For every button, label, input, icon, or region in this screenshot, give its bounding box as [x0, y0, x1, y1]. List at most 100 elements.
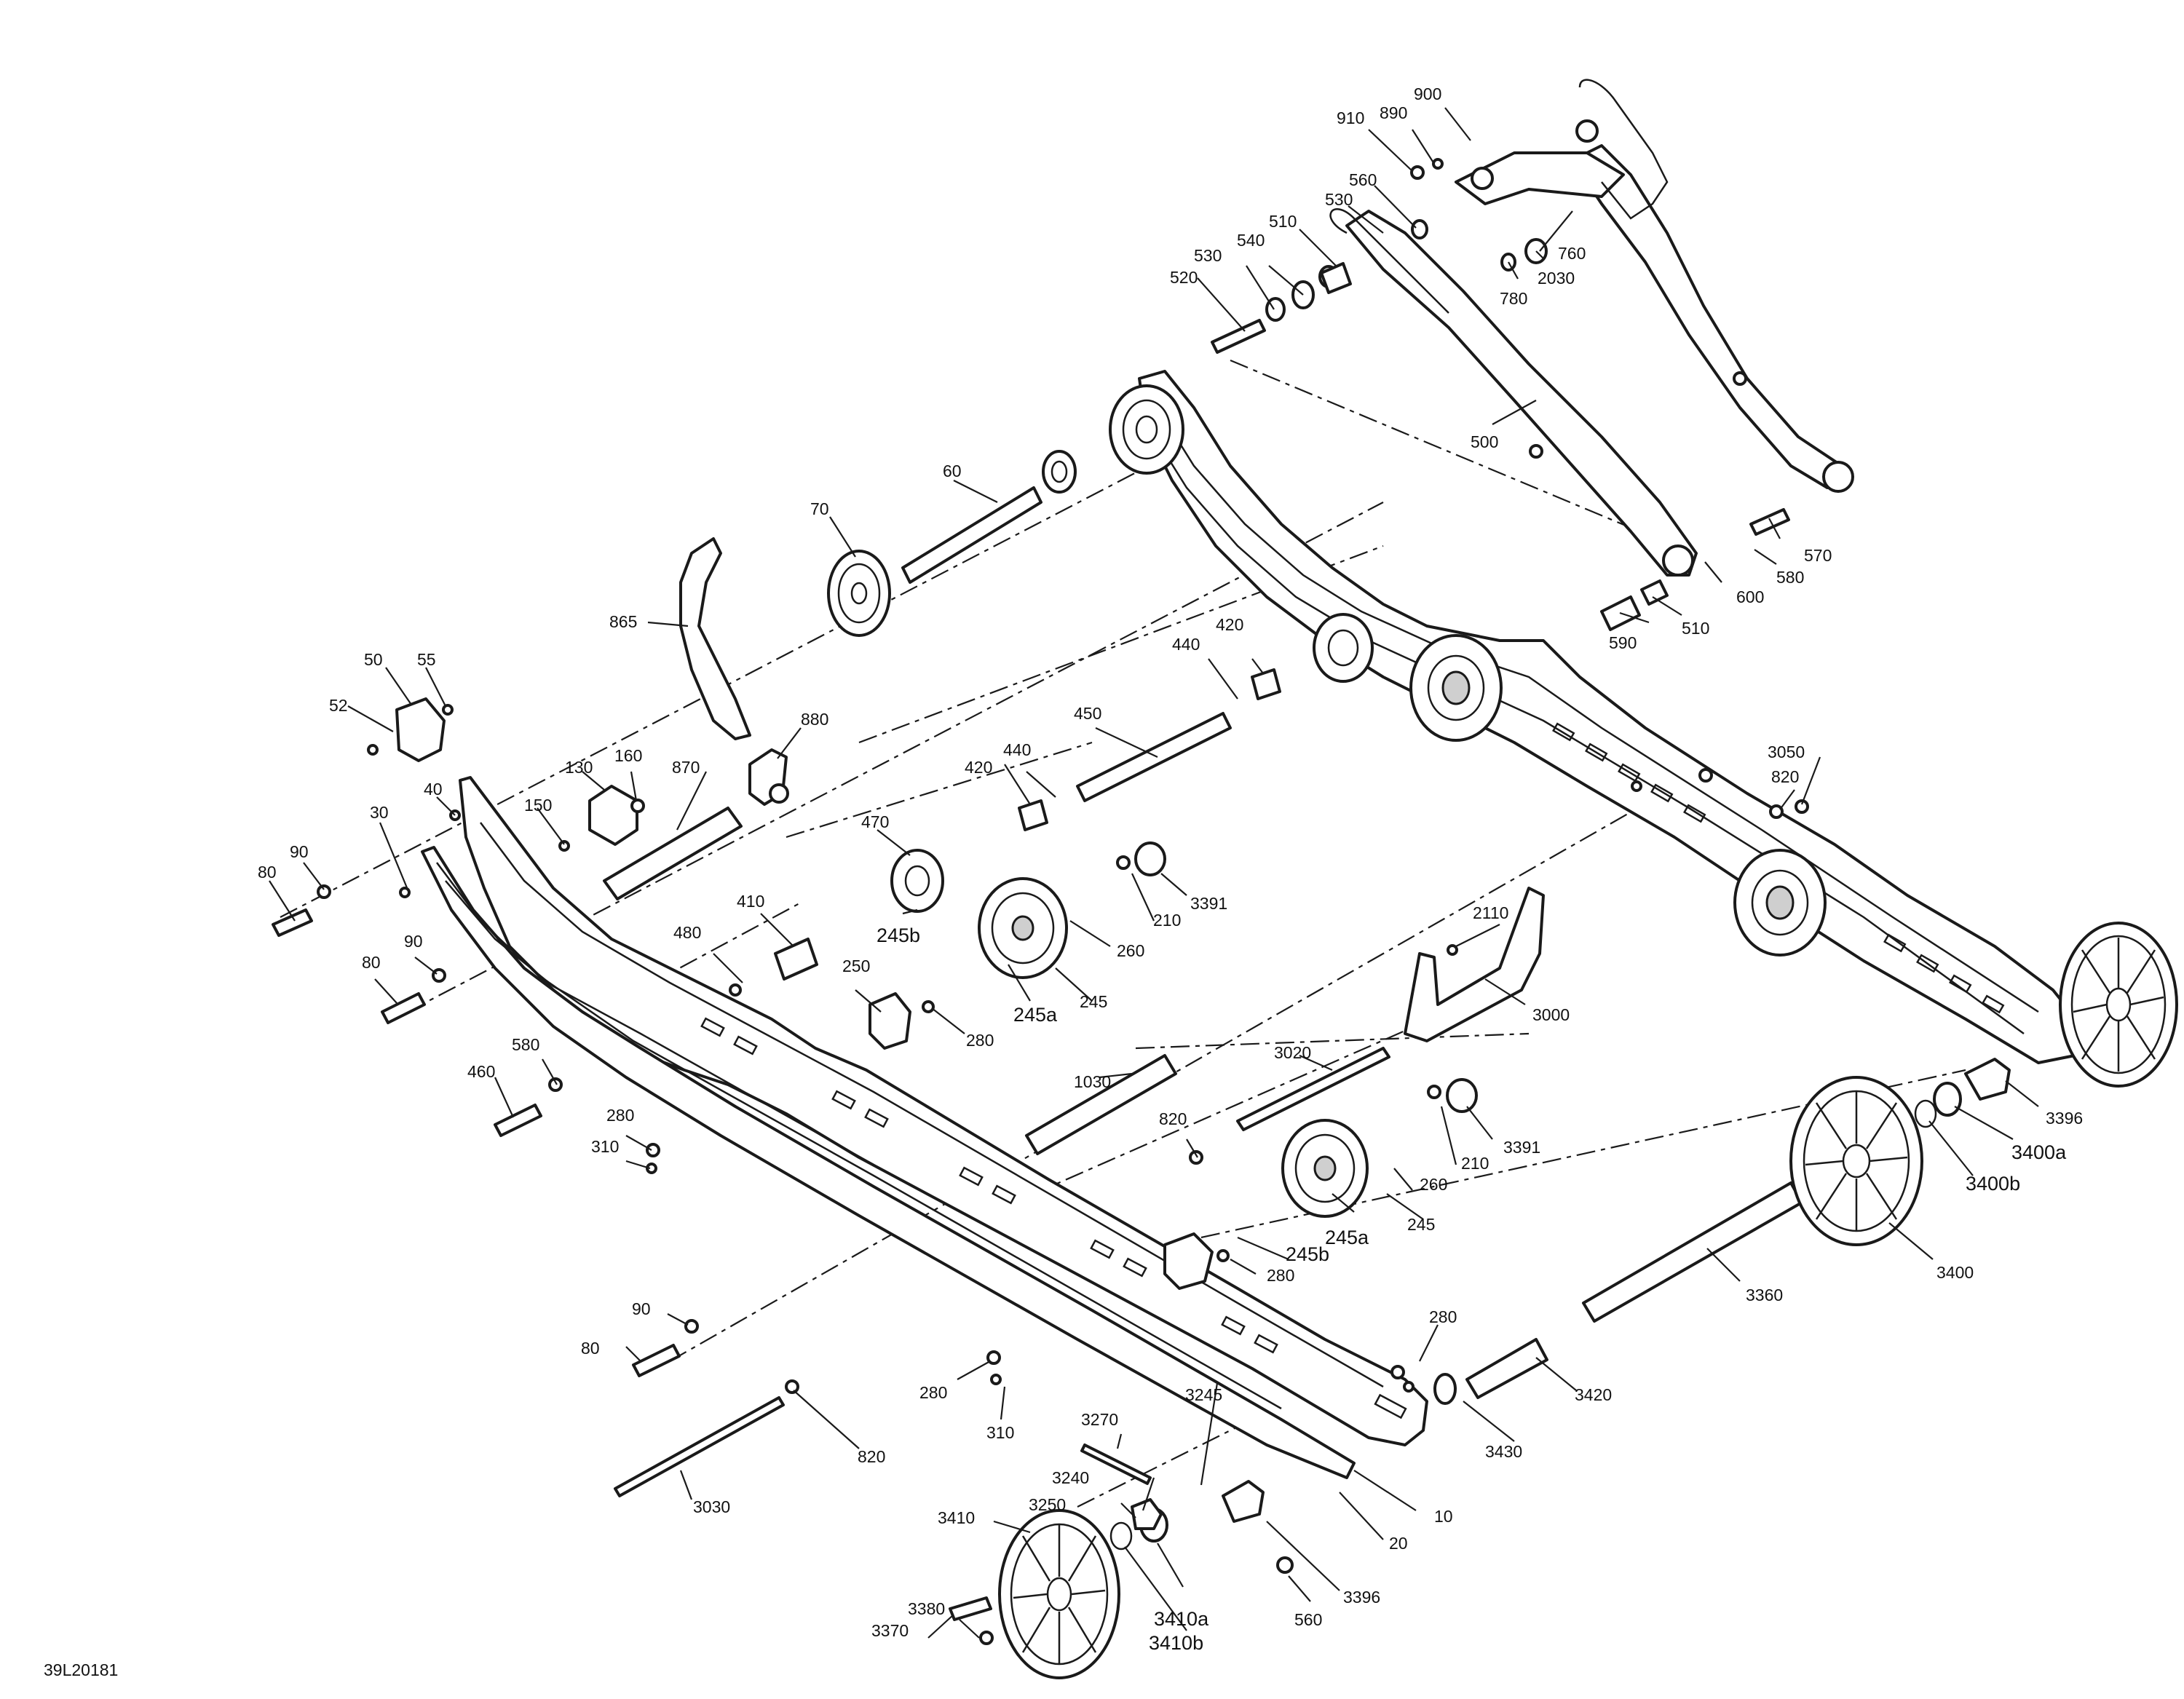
callout: 70 [810, 499, 829, 518]
arm-500 [1345, 210, 1698, 577]
callout: 3391 [1503, 1138, 1540, 1157]
callout: 310 [591, 1137, 619, 1156]
callout: 450 [1074, 704, 1101, 723]
callout: 510 [1682, 619, 1709, 638]
callout: 3360 [1746, 1286, 1783, 1304]
callout: 150 [524, 796, 552, 815]
callout: 2110 [1473, 903, 1508, 922]
right-rail-wheels [1109, 384, 2178, 1088]
callout: 3250 [1029, 1495, 1066, 1514]
callout: 3370 [871, 1621, 909, 1640]
callout: 820 [1771, 767, 1799, 786]
callout: 865 [609, 612, 637, 631]
callout: 440 [1172, 635, 1200, 654]
callout: 3410 [938, 1508, 975, 1527]
callout: 250 [842, 957, 870, 975]
callout: 470 [861, 812, 889, 831]
callout: 3410b [1149, 1632, 1203, 1654]
callout: 420 [965, 758, 992, 777]
callout: 80 [581, 1339, 600, 1358]
callout: 55 [417, 650, 436, 669]
callout: 52 [329, 696, 348, 715]
callout: 520 [1170, 268, 1198, 287]
callout: 3240 [1052, 1468, 1089, 1487]
callout: 3396 [2046, 1109, 2083, 1128]
callout: 3020 [1274, 1043, 1311, 1062]
callout: 480 [673, 923, 701, 942]
callout: 10 [1434, 1507, 1453, 1526]
callout: 560 [1294, 1610, 1322, 1629]
callout: 760 [1558, 244, 1586, 263]
callout: 3400a [2011, 1141, 2067, 1163]
callout: 90 [404, 932, 423, 951]
upper-arm-assembly [1318, 79, 1854, 577]
callout: 80 [362, 953, 381, 972]
callout: 3245 [1185, 1385, 1222, 1404]
left-slider [421, 846, 1356, 1479]
callout-labels: 900 910 890 560 530 510 530 540 520 760 … [258, 84, 2083, 1654]
callout: 280 [1267, 1266, 1294, 1285]
callout: 3420 [1575, 1385, 1612, 1404]
callout: 1030 [1074, 1072, 1111, 1091]
callout: 570 [1804, 546, 1832, 565]
callout: 3270 [1081, 1410, 1118, 1429]
callout: 540 [1237, 231, 1265, 250]
callout: 210 [1153, 911, 1181, 930]
callout: 260 [1420, 1175, 1447, 1194]
callout: 3410a [1154, 1608, 1209, 1630]
callout: 3396 [1343, 1588, 1380, 1607]
callout: 90 [290, 842, 309, 861]
callout: 50 [364, 650, 383, 669]
callout: 3000 [1532, 1005, 1570, 1024]
callout: 245a [1325, 1227, 1369, 1248]
callout: 280 [919, 1383, 947, 1402]
callout: 3391 [1190, 894, 1227, 913]
callout: 130 [565, 758, 593, 777]
callout: 60 [943, 462, 962, 480]
callout: 580 [1776, 568, 1804, 587]
callout: 500 [1471, 432, 1498, 451]
callout: 560 [1349, 170, 1377, 189]
callout: 820 [1159, 1109, 1187, 1128]
callout: 530 [1325, 190, 1353, 209]
callout: 3030 [693, 1497, 730, 1516]
callout: 510 [1269, 212, 1297, 231]
callout: 3400 [1936, 1263, 1974, 1282]
leader-lines [269, 107, 2039, 1639]
callout: 260 [1117, 941, 1144, 960]
callout: 900 [1414, 84, 1441, 103]
callout: 80 [258, 863, 277, 882]
callout: 600 [1736, 587, 1764, 606]
callout: 280 [966, 1031, 994, 1050]
arm-crossbar [1455, 151, 1625, 205]
callout: 160 [614, 746, 642, 765]
callout: 40 [424, 780, 443, 799]
callout: 310 [986, 1423, 1014, 1442]
callout: 3380 [908, 1599, 945, 1618]
callout: 245b [1286, 1243, 1329, 1265]
right-rail-slots [1552, 722, 2005, 1014]
figure-reference: 39L20181 [44, 1660, 118, 1679]
callout: 3050 [1768, 742, 1805, 761]
callout: 245 [1407, 1215, 1435, 1234]
callout: 780 [1500, 289, 1527, 308]
callout: 90 [632, 1299, 651, 1318]
callout: 880 [801, 710, 828, 729]
callout: 210 [1461, 1154, 1489, 1173]
callout: 280 [606, 1106, 634, 1125]
callout: 280 [1429, 1307, 1457, 1326]
callout: 20 [1389, 1534, 1408, 1553]
callout: 530 [1194, 246, 1222, 265]
callout: 420 [1216, 615, 1243, 634]
callout: 910 [1337, 108, 1364, 127]
callout: 410 [737, 892, 764, 911]
part-865 [679, 537, 751, 740]
callout: 580 [512, 1035, 539, 1054]
callout: 245a [1013, 1004, 1058, 1026]
front-components [272, 158, 2011, 1679]
callout: 440 [1003, 740, 1031, 759]
callout: 890 [1380, 103, 1407, 122]
callout: 820 [858, 1447, 885, 1466]
callout: 460 [467, 1062, 495, 1081]
